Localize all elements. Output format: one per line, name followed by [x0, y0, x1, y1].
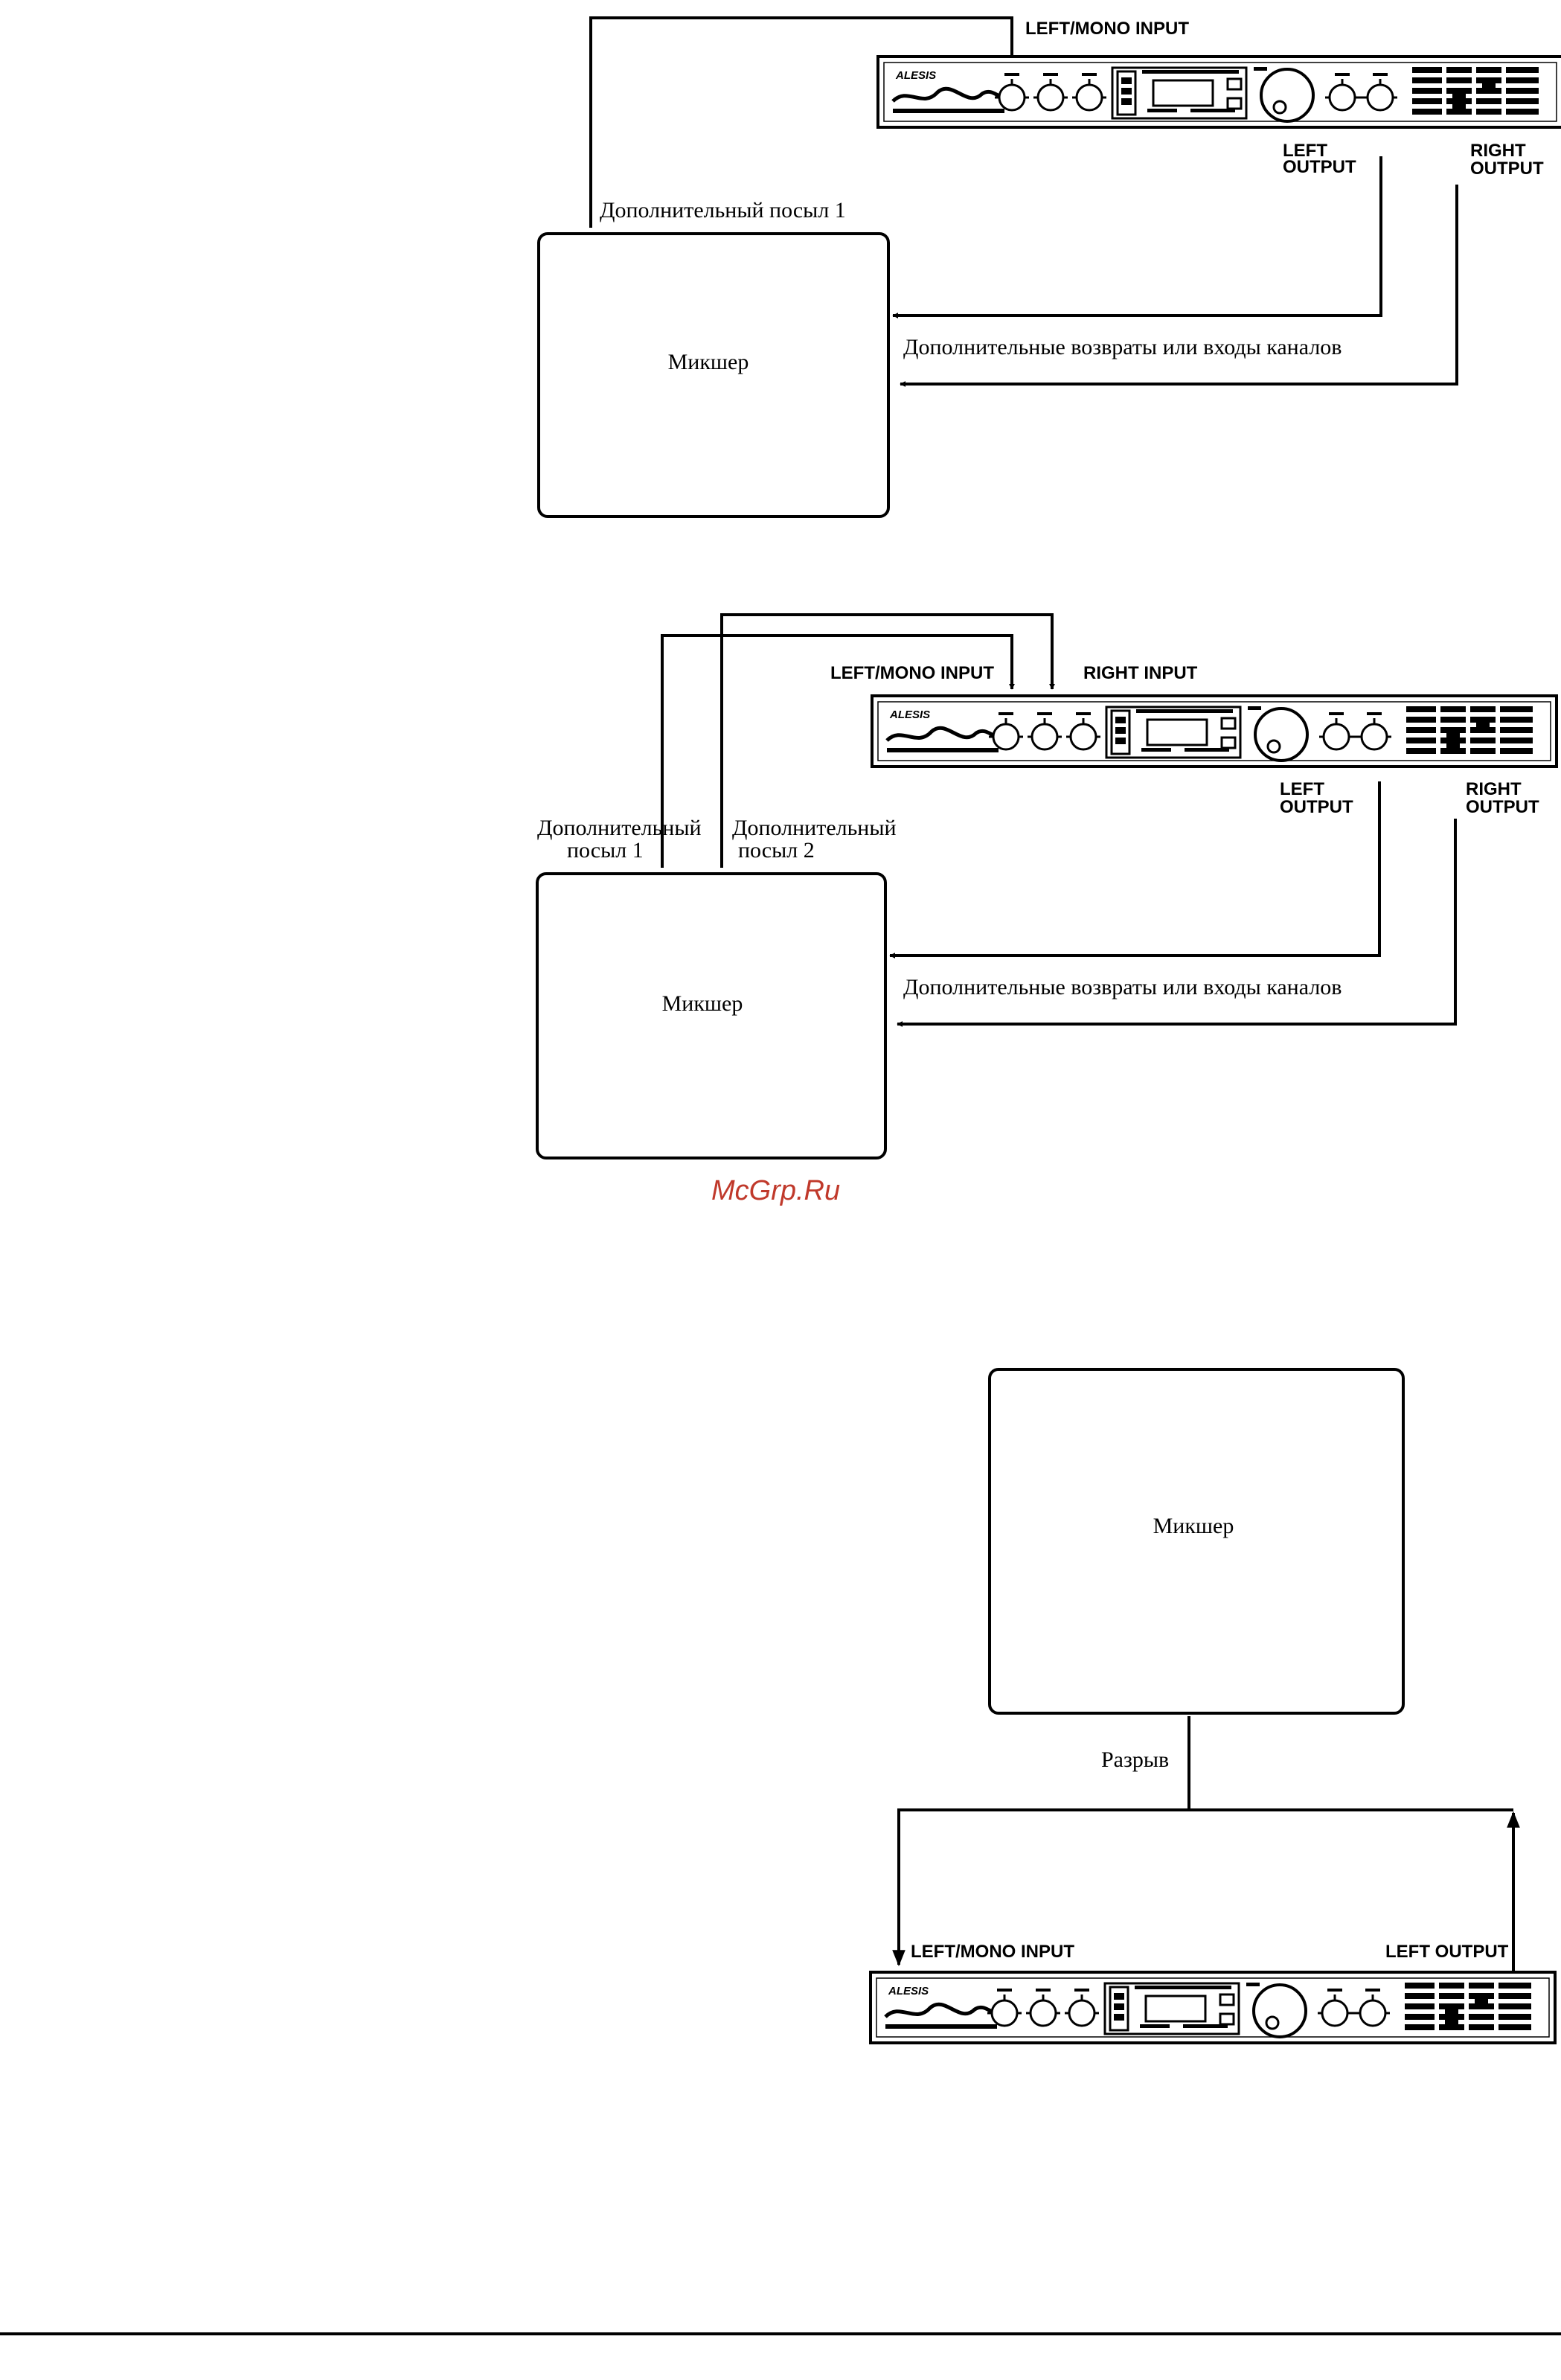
left-mono-input-label: LEFT/MONO INPUT [1025, 19, 1189, 39]
left-output-label: LEFT OUTPUT [1385, 1942, 1509, 1962]
send-to-input-cable [892, 1808, 1189, 1967]
right-output-label-line1: RIGHT [1466, 779, 1522, 799]
mixer-box [536, 872, 887, 1159]
aux-send-1-cable [661, 634, 1015, 868]
processor-front-panel [878, 57, 1561, 127]
left-output-cable [889, 781, 1381, 959]
aux-send-2-label-line2: посыл 2 [738, 838, 815, 863]
aux-send-1-label-line1: Дополнительный [537, 816, 702, 840]
left-output-cable [892, 156, 1382, 319]
left-mono-input-label: LEFT/MONO INPUT [911, 1942, 1074, 1962]
returns-label: Дополнительные возвраты или входы канало… [903, 975, 1342, 999]
left-output-label-line2: OUTPUT [1280, 797, 1353, 817]
mixer-box [988, 1368, 1405, 1715]
watermark-text: McGrp.Ru [711, 1175, 840, 1206]
left-output-label-line2: OUTPUT [1283, 157, 1356, 177]
aux-send-2-label-line1: Дополнительный [732, 816, 897, 840]
right-output-cable [897, 819, 1457, 1027]
mixer-label: Микшер [668, 350, 749, 374]
processor-front-panel [871, 1972, 1555, 2043]
left-mono-input-label: LEFT/MONO INPUT [830, 663, 994, 683]
returns-label: Дополнительные возвраты или входы канало… [903, 335, 1342, 359]
diagram-2-stereo-in-stereo-out: LEFT/MONO INPUT RIGHT INPUT LEFT OUTPUT … [536, 613, 1557, 1159]
left-output-label-line1: LEFT [1280, 779, 1324, 799]
aux-send-label: Дополнительный посыл 1 [600, 198, 846, 223]
diagram-3-insert: Микшер Разрыв LEFT/MONO INPUT LEFT OUTPU… [871, 1368, 1555, 2043]
mixer-box [537, 232, 890, 518]
processor-front-panel [872, 696, 1557, 767]
mixer-label: Микшер [662, 991, 743, 1016]
aux-send-cable [589, 16, 1015, 228]
insert-label: Разрыв [1101, 1747, 1169, 1772]
aux-send-1-label-line2: посыл 1 [567, 838, 644, 863]
right-output-cable [900, 185, 1458, 387]
right-output-label-line2: OUTPUT [1470, 159, 1544, 179]
left-output-label-line1: LEFT [1283, 141, 1327, 161]
right-input-label: RIGHT INPUT [1083, 663, 1198, 683]
right-output-label-line2: OUTPUT [1466, 797, 1539, 817]
aux-send-2-cable [720, 613, 1055, 868]
right-output-label-line1: RIGHT [1470, 141, 1526, 161]
mixer-label: Микшер [1153, 1514, 1234, 1538]
diagram-1-mono-in-stereo-out: LEFT/MONO INPUT LEFT OUTPUT RIGHT OUTPUT… [537, 16, 1561, 518]
